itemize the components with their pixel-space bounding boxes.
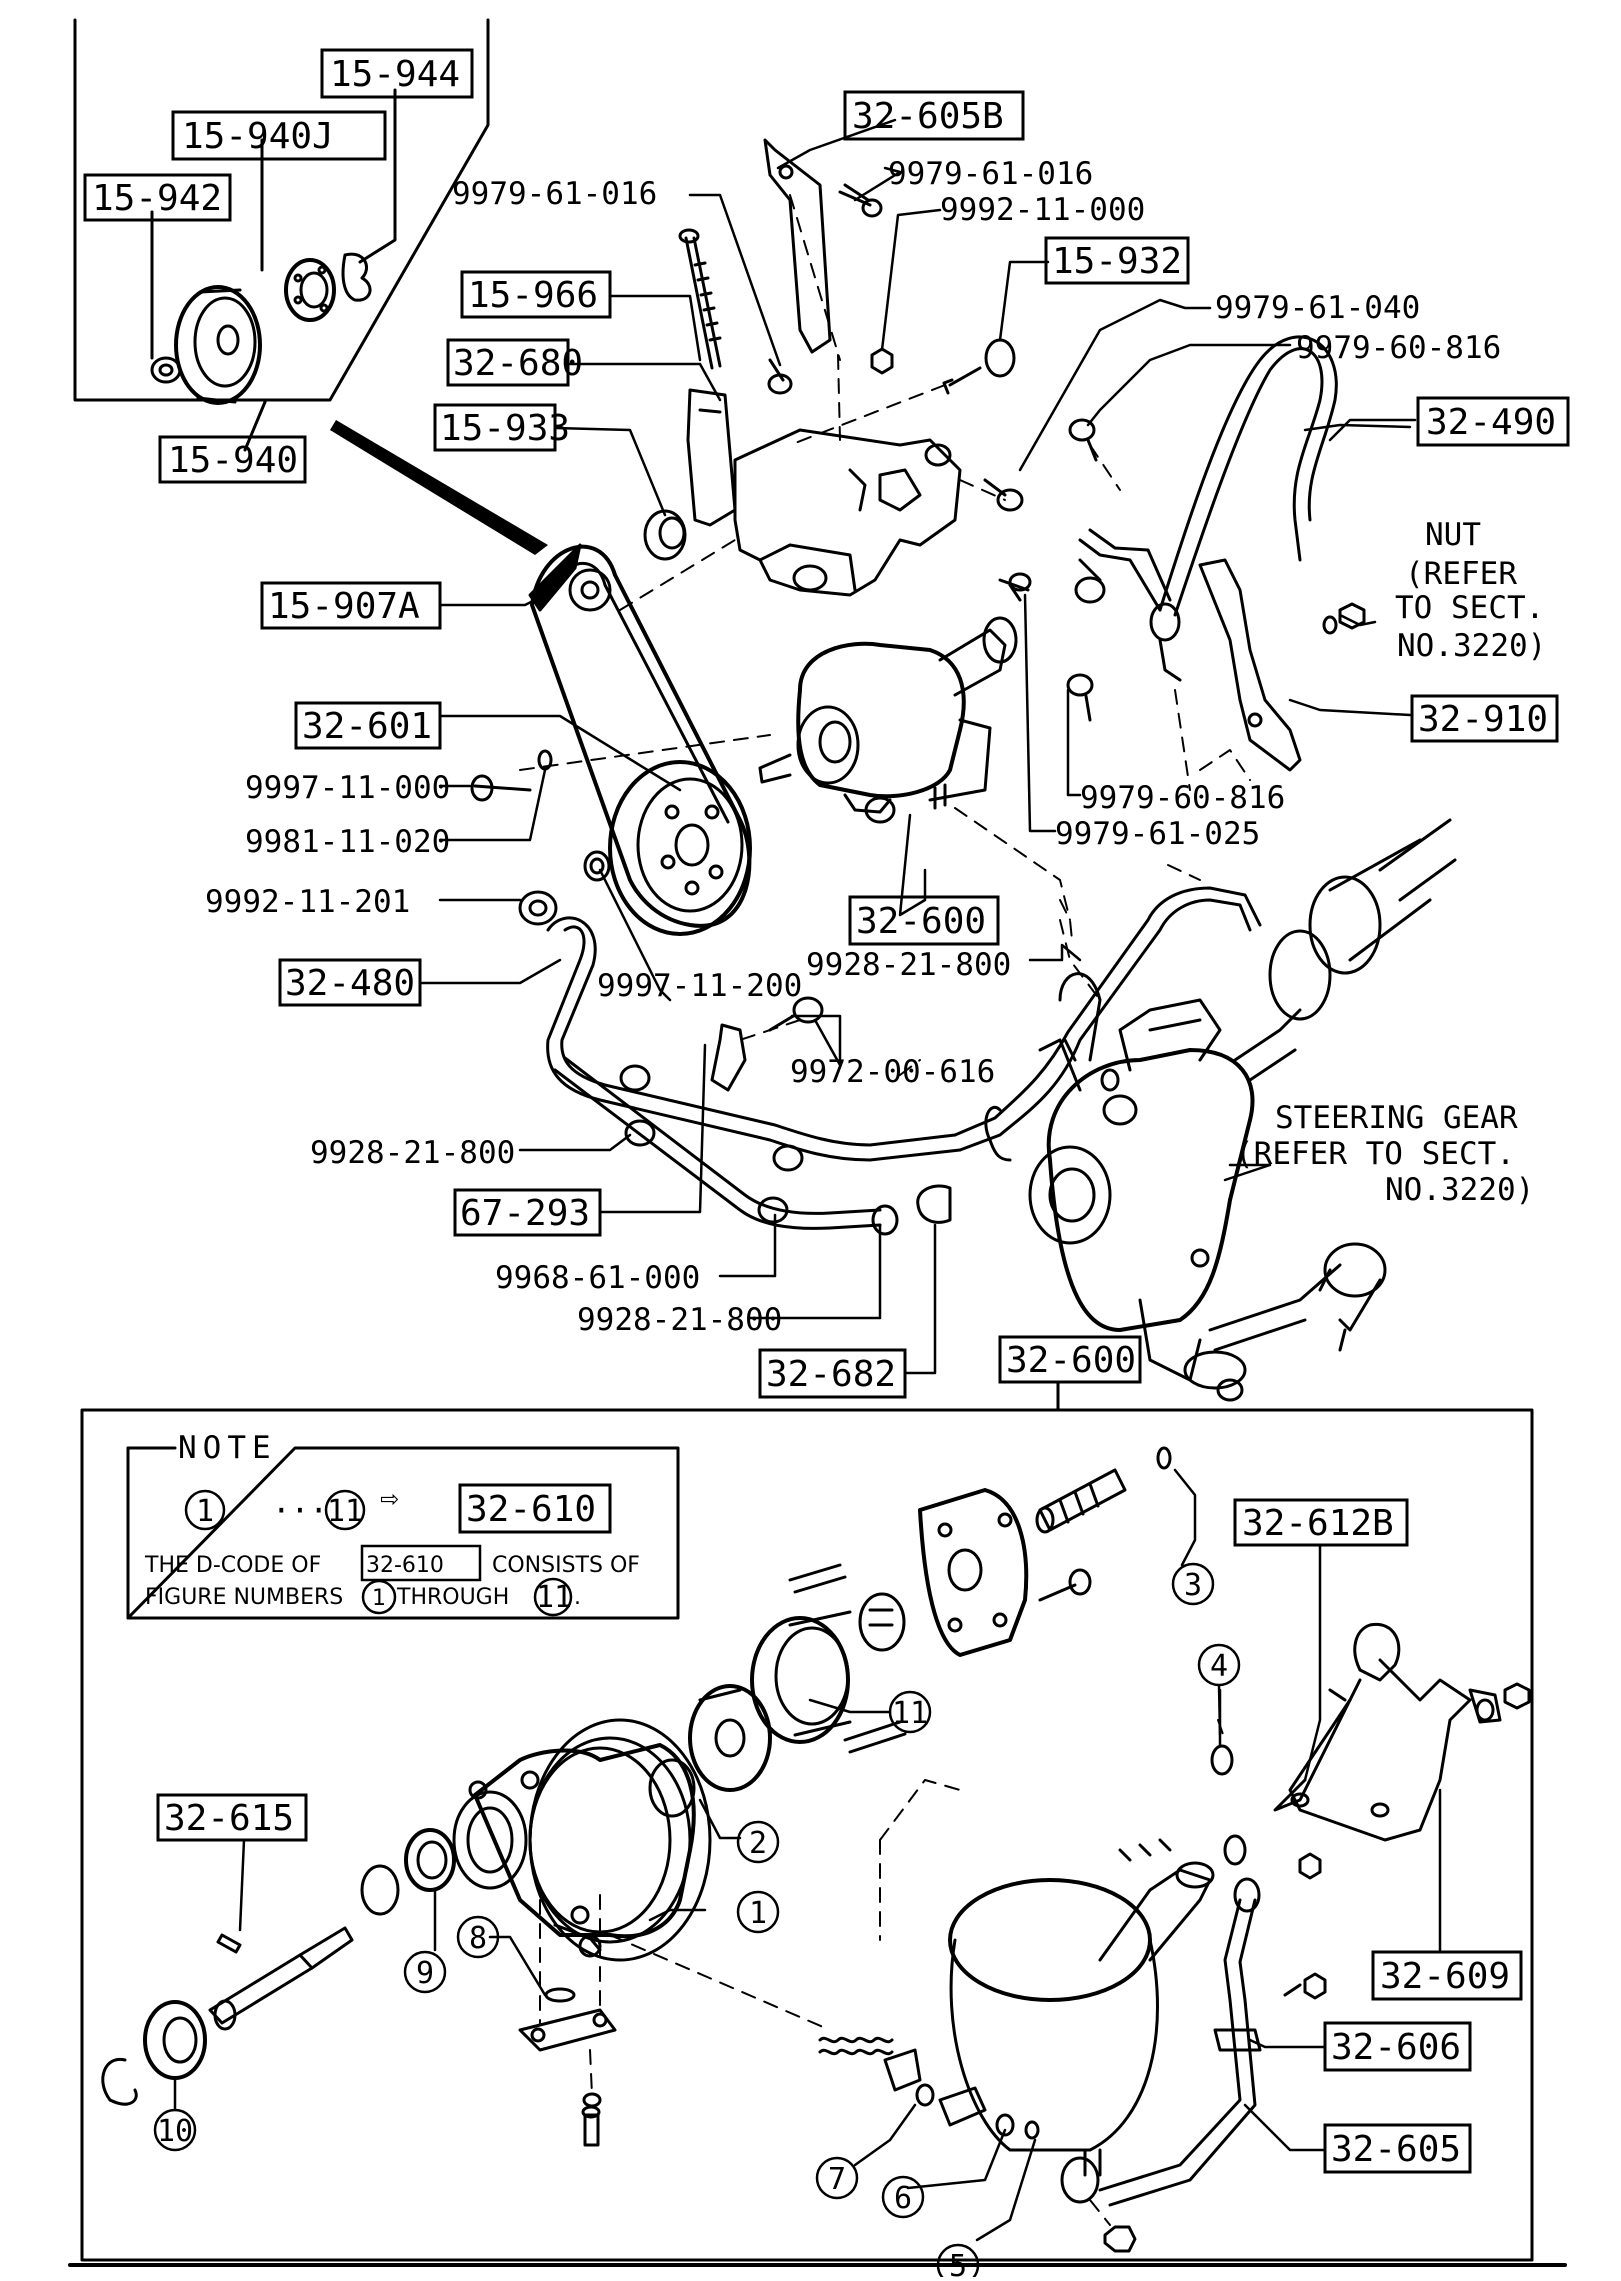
label-32-682: 32-682: [766, 1354, 896, 1395]
fig-1: 1: [749, 1896, 767, 1931]
nut-ref-line-1: NUT: [1425, 517, 1481, 553]
note-range-end: 11: [327, 1494, 363, 1529]
figure-numbers: [153, 1562, 1215, 2281]
label-9979-61-016-left: 9979-61-016: [452, 176, 657, 212]
label-15-932: 15-932: [1052, 241, 1182, 282]
label-32-606: 32-606: [1331, 2027, 1461, 2068]
label-32-605: 32-605: [1331, 2129, 1461, 2170]
fig-5: 5: [949, 2249, 967, 2277]
nut-ref-line-2: (REFER: [1405, 556, 1517, 592]
label-15-933: 15-933: [440, 408, 570, 449]
belt-pointer: [330, 420, 548, 555]
label-9992-11-201: 9992-11-201: [205, 884, 410, 920]
note-line2-n1: 1: [372, 1586, 386, 1611]
label-15-944: 15-944: [330, 54, 460, 95]
nut-ref-line-4: NO.3220): [1397, 628, 1546, 664]
label-32-612b: 32-612B: [1242, 1503, 1394, 1544]
label-9979-61-016-right: 9979-61-016: [888, 156, 1093, 192]
label-9979-60-816-top: 9979-60-816: [1296, 330, 1501, 366]
label-32-490: 32-490: [1426, 402, 1556, 443]
fig-6: 6: [894, 2181, 912, 2216]
label-32-605b: 32-605B: [852, 96, 1004, 137]
label-32-480: 32-480: [285, 963, 415, 1004]
note-line2-c: .: [574, 1585, 581, 1610]
label-15-942: 15-942: [92, 178, 222, 219]
fig-11: 11: [892, 1696, 928, 1731]
steering-gear-line-3: NO.3220): [1385, 1172, 1534, 1208]
label-32-600-lower: 32-600: [1006, 1340, 1136, 1381]
label-9979-61-040: 9979-61-040: [1215, 290, 1420, 326]
note-line2-n2: 11: [536, 1580, 572, 1615]
fig-2: 2: [749, 1826, 767, 1861]
label-32-615: 32-615: [164, 1798, 294, 1839]
note-title: NOTE: [178, 1430, 277, 1466]
label-9928-21-800-bottom: 9928-21-800: [577, 1302, 782, 1338]
note-line2-b: THROUGH: [396, 1585, 509, 1610]
pump-exploded: [101, 1446, 1172, 2147]
drive-belt: [528, 543, 752, 928]
part-labels: 15-944 15-940J 15-942 15-940 32-605B 997…: [83, 48, 1570, 2174]
fig-3: 3: [1184, 1568, 1202, 1603]
pulley-hardware: [470, 749, 611, 926]
note-arrow: ⇨: [380, 1480, 399, 1516]
steering-gear-line-1: STEERING GEAR: [1275, 1100, 1518, 1136]
leader-lines-lower: [173, 1468, 1460, 2242]
note-content: NOTE 1 ··· 11 ⇨ 32-610 THE D-CODE OF 32-…: [144, 1430, 640, 1617]
leader-lines: [418, 118, 1417, 1375]
note-box: [126, 1446, 680, 1620]
return-hose: [546, 864, 1262, 1236]
steering-gear: [1028, 818, 1457, 1402]
reservoir-bracket: [1273, 1622, 1531, 2000]
label-9928-21-800-top: 9928-21-800: [806, 947, 1011, 983]
label-9979-61-025: 9979-61-025: [1055, 816, 1260, 852]
idler-pulley-inset: [73, 18, 490, 405]
label-32-609: 32-609: [1380, 1956, 1510, 1997]
figure-number-labels: 1 2 3 4 5 6 7 8 9 10 11: [157, 1568, 1241, 2281]
pressure-hose: [1066, 335, 1366, 791]
label-32-910: 32-910: [1418, 699, 1548, 740]
label-9979-60-816-bottom: 9979-60-816: [1080, 780, 1285, 816]
note-target-code: 32-610: [466, 1489, 596, 1530]
nut-ref-line-3: TO SECT.: [1395, 590, 1544, 626]
label-15-907a: 15-907A: [268, 586, 420, 627]
note-line2-a: FIGURE NUMBERS: [145, 1585, 343, 1610]
label-32-600-upper: 32-600: [856, 901, 986, 942]
power-steering-pump-upper: [519, 572, 1071, 921]
label-32-680: 32-680: [453, 343, 583, 384]
leader-15-940: [243, 400, 267, 452]
fig-4: 4: [1210, 1649, 1228, 1684]
note-range-start: 1: [196, 1494, 214, 1529]
label-9997-11-000: 9997-11-000: [245, 770, 450, 806]
fig-7: 7: [828, 2162, 846, 2197]
label-15-940: 15-940: [168, 440, 298, 481]
label-9972-00-616: 9972-00-616: [790, 1054, 995, 1090]
exploded-view-frame: [80, 1408, 1534, 2262]
pressure-line-lower: [1060, 1877, 1262, 2253]
steering-gear-line-2: (REFER TO SECT.: [1235, 1136, 1515, 1172]
label-9992-11-000: 9992-11-000: [940, 192, 1145, 228]
reservoir: [879, 1719, 1247, 2177]
note-range-dots: ···: [272, 1493, 328, 1529]
pump-pulley: [608, 760, 752, 936]
label-9928-21-800-mid: 9928-21-800: [310, 1135, 515, 1171]
label-15-940j: 15-940J: [182, 116, 334, 157]
label-9968-61-000: 9968-61-000: [495, 1260, 700, 1296]
fig-10: 10: [157, 2114, 193, 2149]
label-9997-11-200: 9997-11-200: [597, 968, 802, 1004]
note-line1-code: 32-610: [366, 1553, 444, 1578]
label-67-293: 67-293: [460, 1193, 590, 1234]
note-line1-b: CONSISTS OF: [492, 1553, 640, 1578]
fig-9: 9: [416, 1956, 434, 1991]
label-15-966: 15-966: [468, 275, 598, 316]
label-9981-11-020: 9981-11-020: [245, 824, 450, 860]
label-32-601: 32-601: [302, 706, 432, 747]
fig-8: 8: [469, 1921, 487, 1956]
note-line1-a: THE D-CODE OF: [144, 1553, 321, 1578]
